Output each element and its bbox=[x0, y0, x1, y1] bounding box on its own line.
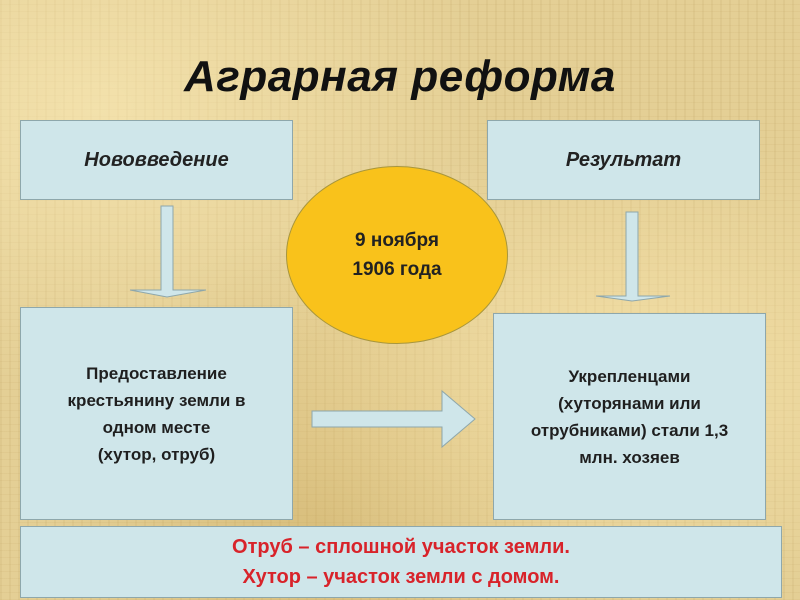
innovation-line-1: Предоставление bbox=[86, 363, 227, 383]
innovation-line-4: (хутор, отруб) bbox=[97, 444, 216, 464]
date-day: 9 ноября bbox=[355, 230, 439, 251]
result-description-box: Укрепленцами (хуторянами или отрубниками… bbox=[493, 313, 766, 520]
result-line-2: (хуторянами или bbox=[558, 393, 701, 413]
result-line-4: млн. хозяев bbox=[579, 447, 680, 467]
date-year: 1906 года bbox=[352, 259, 442, 280]
innovation-header-label: Нововведение bbox=[84, 148, 229, 171]
innovation-line-2: крестьянину земли в bbox=[67, 390, 246, 410]
definition-otrub: Отруб – сплошной участок земли. bbox=[232, 536, 570, 558]
result-line-3: отрубниками) стали 1,3 bbox=[530, 420, 729, 440]
down-arrow-left-icon bbox=[129, 205, 207, 298]
slide-title: Аграрная реформа bbox=[184, 52, 616, 101]
definitions-box: Отруб – сплошной участок земли. Хутор – … bbox=[20, 526, 782, 598]
innovation-header-box: Нововведение bbox=[20, 120, 293, 200]
innovation-description-box: Предоставление крестьянину земли в одном… bbox=[20, 307, 293, 520]
result-line-1: Укрепленцами bbox=[568, 366, 691, 386]
down-arrow-right-icon bbox=[595, 211, 671, 302]
definition-khutor: Хутор – участок земли с домом. bbox=[242, 566, 560, 588]
date-circle: 9 ноября 1906 года bbox=[286, 166, 508, 344]
right-arrow-icon bbox=[311, 389, 476, 449]
result-header-box: Результат bbox=[487, 120, 760, 200]
innovation-line-3: одном месте bbox=[102, 417, 211, 437]
result-header-label: Результат bbox=[565, 148, 682, 171]
